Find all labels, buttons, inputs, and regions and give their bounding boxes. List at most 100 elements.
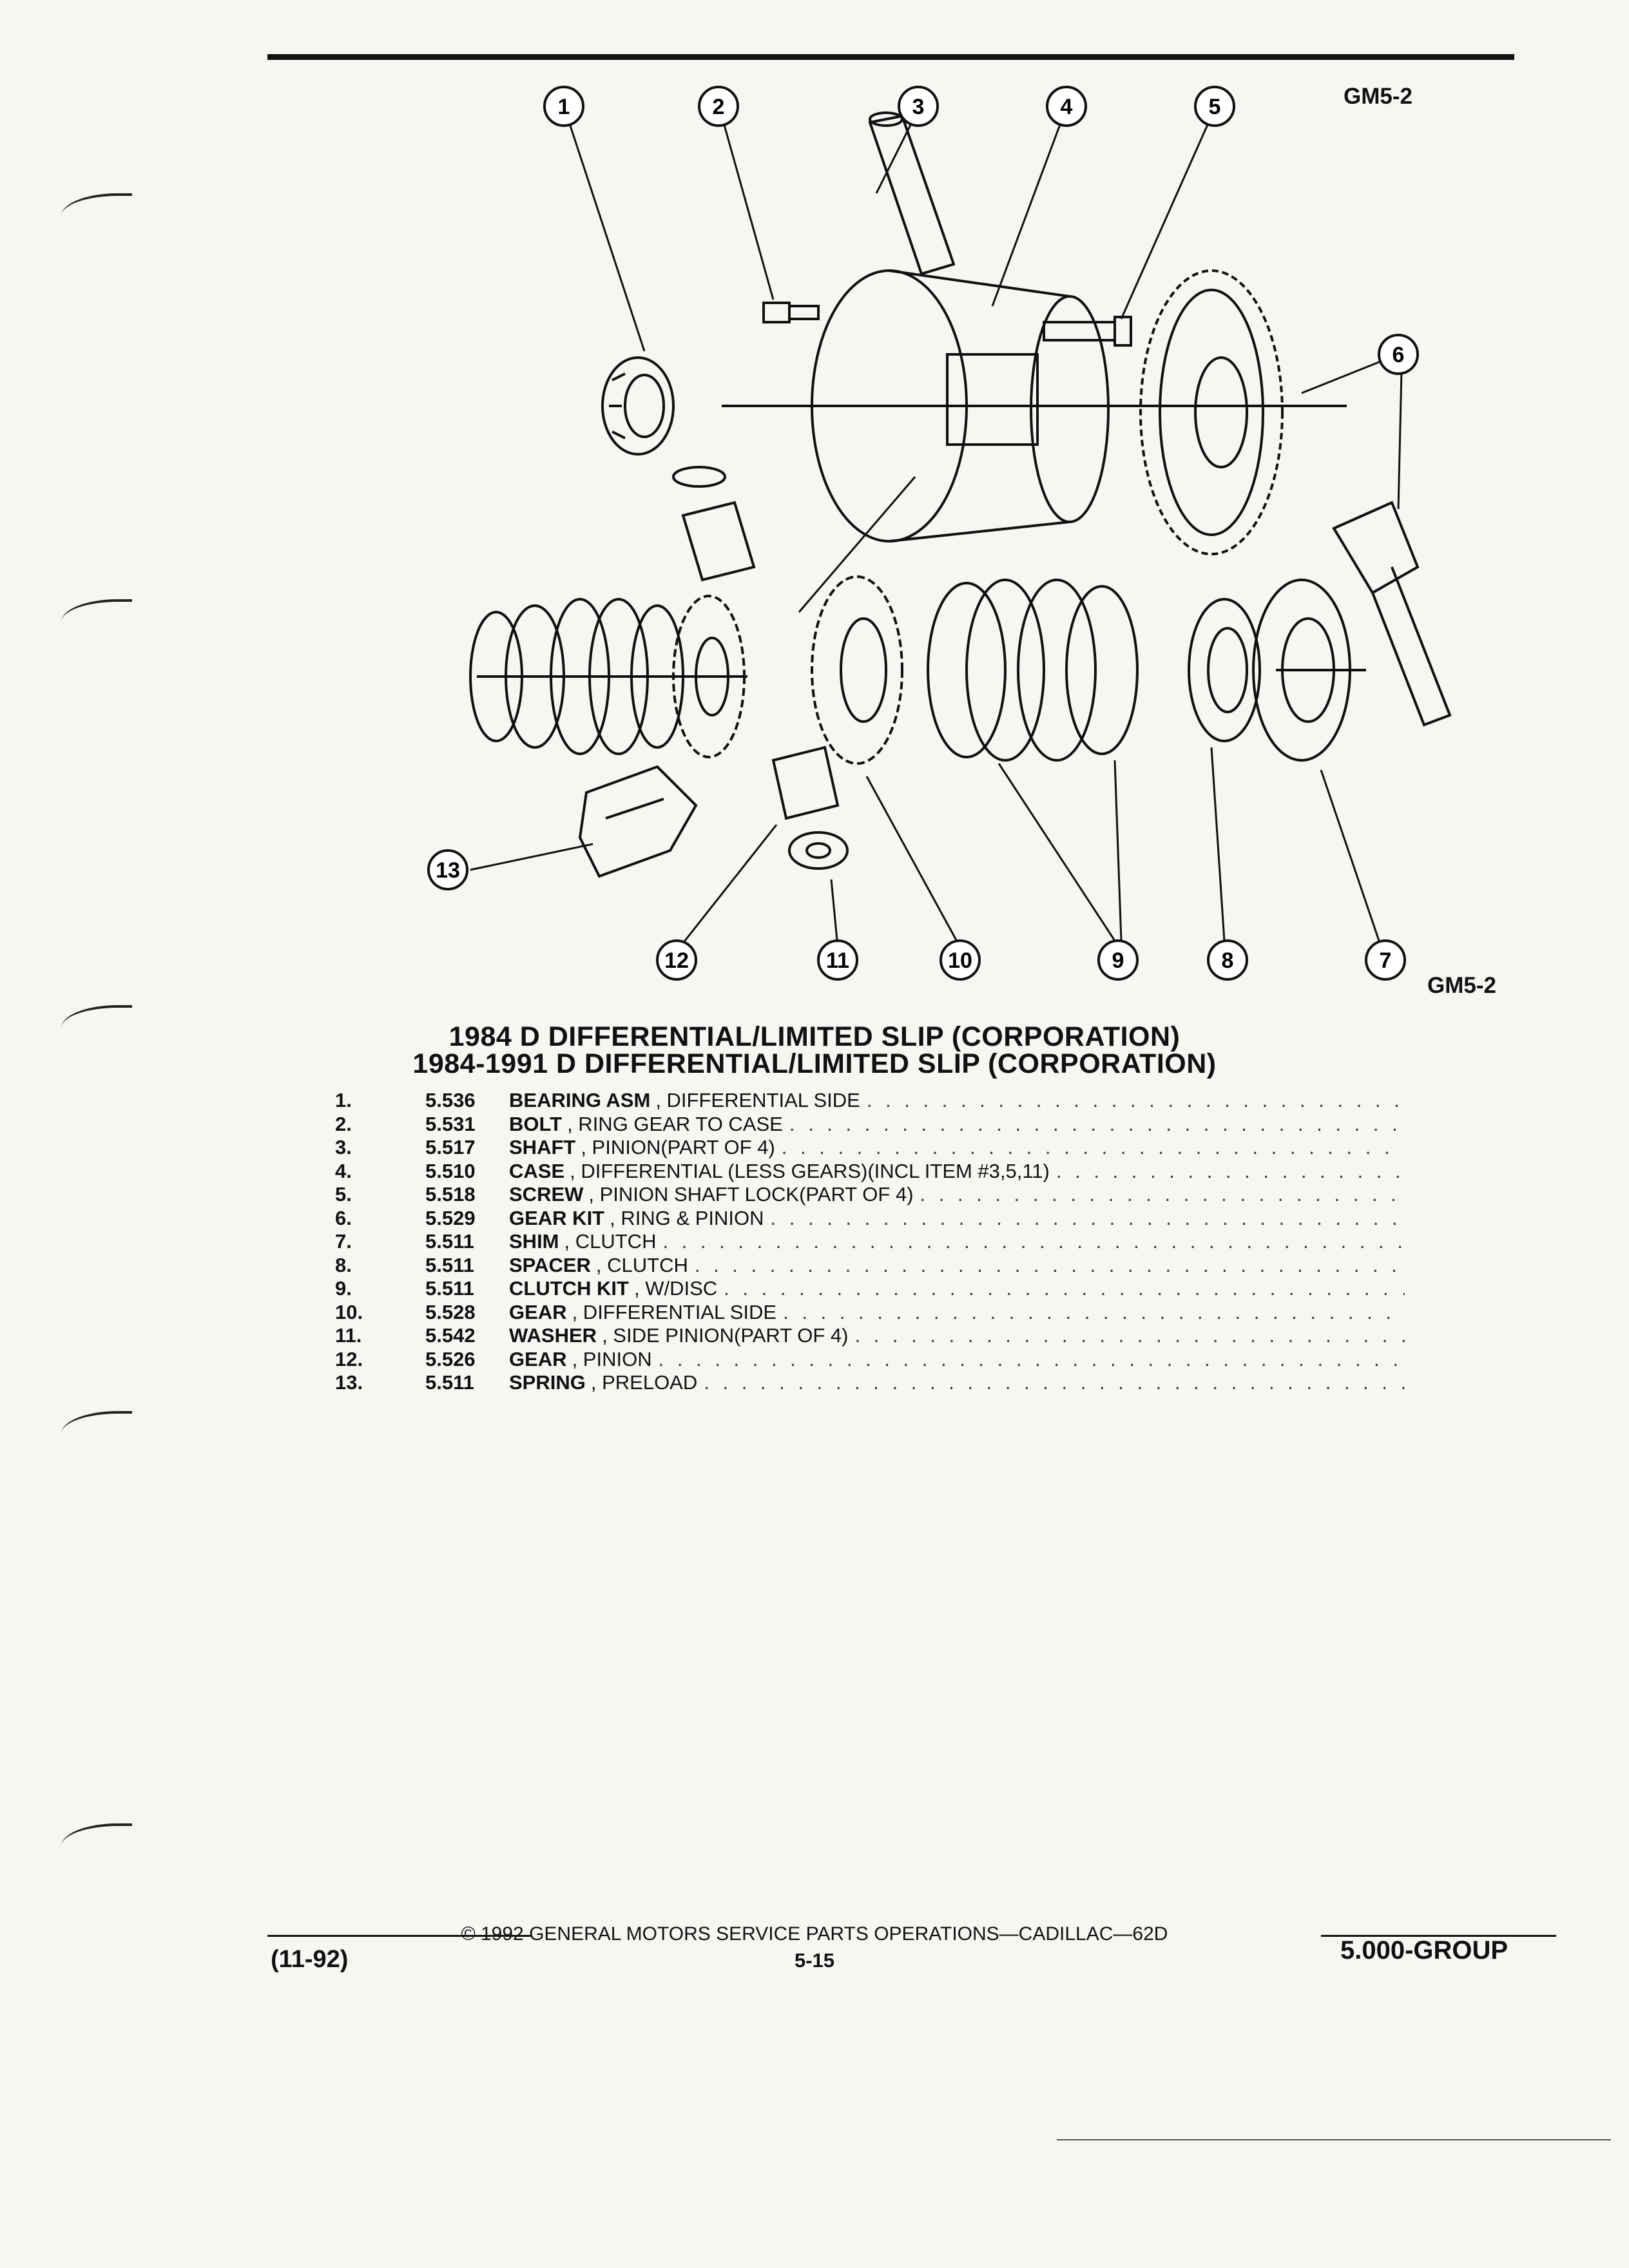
part-name: GEAR KIT [509,1206,605,1229]
group-number: 5.518 [425,1183,476,1206]
part-description: , DIFFERENTIAL (LESS GEARS)(INCL ITEM #3… [570,1159,1050,1182]
binder-hole-mark [61,599,132,628]
svg-text:11: 11 [826,948,849,973]
footer-copyright: © 1992 GENERAL MOTORS SERVICE PARTS OPER… [461,1923,1168,1945]
item-number: 13. [335,1371,363,1394]
part-name: SCREW [509,1183,584,1206]
svg-text:6: 6 [1393,343,1405,367]
part-name: SHIM [509,1230,559,1253]
group-number: 5.510 [425,1159,476,1182]
page-number: 5-15 [794,1949,835,1972]
part-description: , PINION(PART OF 4) [581,1136,775,1158]
svg-text:5: 5 [1209,95,1221,119]
item-number: 1. [335,1089,352,1111]
ring-gear-illustration [1139,269,1284,555]
parts-row: 13. 5.511 SPRING, PRELOAD [335,1371,1405,1395]
svg-text:1: 1 [558,95,570,119]
group-number: 5.511 [425,1230,474,1253]
item-number: 9. [335,1277,352,1300]
callout-8: 8 [1207,939,1248,981]
callout-10: 10 [940,939,981,981]
part-name: CLUTCH KIT [509,1277,629,1300]
callout-2: 2 [698,86,739,127]
callout-13: 13 [427,849,468,890]
pinion-shaft-illustration [868,111,956,276]
part-name: SPRING [509,1371,586,1394]
leader-dots [854,1324,1405,1347]
leader-dots [782,1136,1405,1159]
lower-pinion-gear-illustration [771,745,840,820]
leader-dots [704,1371,1405,1394]
section-title-line-2: 1984-1991 D DIFFERENTIAL/LIMITED SLIP (C… [412,1048,1217,1079]
footer-rule-left [267,1935,532,1937]
part-description: , DIFFERENTIAL SIDE [655,1089,860,1111]
scan-edge-line [1057,2139,1611,2140]
part-name: BOLT [509,1112,563,1135]
clutch-shim-illustration [1252,579,1366,762]
group-number: 5.517 [425,1136,476,1158]
callout-11: 11 [817,939,858,981]
callout-7: 7 [1365,939,1406,981]
footer-rule-right [1321,1935,1556,1937]
drive-pinion-illustration [1332,501,1452,727]
parts-row: 4. 5.510 CASE, DIFFERENTIAL (LESS GEARS)(I… [335,1160,1405,1184]
callout-1: 1 [543,86,584,127]
part-description: , PRELOAD [590,1371,698,1394]
leader-dots [771,1207,1405,1230]
differential-case-illustration [722,269,1347,543]
item-number: 4. [335,1159,352,1182]
callout-9: 9 [1097,939,1139,981]
left-clutch-pack-illustration [469,598,747,755]
part-name: GEAR [509,1300,567,1323]
revision-date: (11-92) [271,1946,349,1973]
differential-side-gear-illustration [811,575,903,765]
group-label: 5.000-GROUP [1340,1936,1509,1965]
part-name: SHAFT [509,1136,576,1158]
svg-text:3: 3 [912,95,925,119]
part-description: , PINION [572,1347,652,1370]
group-number: 5.542 [425,1324,476,1347]
figure-code-top: GM5-2 [1344,84,1412,109]
group-number: 5.528 [425,1300,476,1323]
leader-dots [789,1113,1405,1136]
part-description: , CLUTCH [564,1230,657,1253]
group-number: 5.531 [425,1112,476,1135]
svg-text:7: 7 [1380,948,1392,973]
item-number: 5. [335,1183,352,1206]
svg-text:2: 2 [713,95,725,119]
svg-text:13: 13 [436,858,460,883]
binder-hole-mark [61,193,132,222]
item-number: 12. [335,1347,363,1370]
callout-5: 5 [1194,86,1235,127]
group-number: 5.511 [425,1371,474,1394]
svg-text:4: 4 [1061,95,1073,119]
leader-dots [662,1230,1405,1253]
figure-code-bottom: GM5-2 [1427,973,1496,998]
part-name: CASE [509,1159,565,1182]
callout-6: 6 [1378,334,1419,375]
leader-dots [724,1277,1405,1300]
top-rule [267,54,1514,60]
part-description: , W/DISC [633,1277,718,1300]
binder-hole-mark [61,1411,132,1439]
clutch-spacer-illustration [1188,598,1261,742]
part-description: , CLUTCH [595,1253,688,1276]
pinion-lock-screw-illustration [1043,316,1132,347]
binder-hole-mark [61,1005,132,1033]
clutch-kit-illustration [927,579,1139,762]
part-name: WASHER [509,1324,597,1347]
group-number: 5.511 [425,1253,474,1276]
group-number: 5.526 [425,1347,476,1370]
item-number: 2. [335,1112,352,1135]
